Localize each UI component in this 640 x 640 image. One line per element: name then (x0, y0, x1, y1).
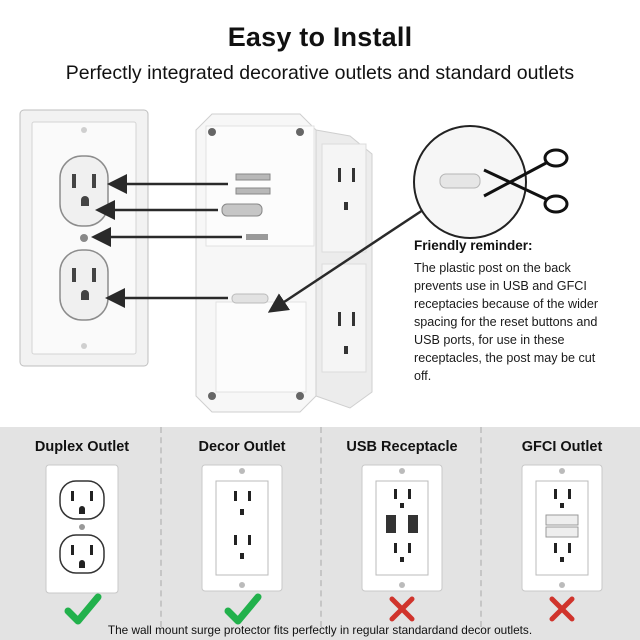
duplex-outlet-plate (45, 464, 119, 625)
panel-divider (320, 427, 322, 627)
surge-protector (195, 113, 373, 413)
gfci-outlet-plate (521, 464, 603, 622)
panel-duplex-outlet: Duplex Outlet (4, 427, 160, 627)
check-icon (224, 593, 262, 625)
decor-outlet-plate (201, 464, 283, 625)
panel-label: Duplex Outlet (34, 439, 130, 455)
panel-gfci-outlet: GFCI Outlet (484, 427, 640, 627)
panel-decor-outlet: Decor Outlet (164, 427, 320, 627)
reminder-body: The plastic post on the back prevents us… (414, 261, 599, 383)
install-arrows (91, 174, 427, 313)
panel-label: Decor Outlet (198, 439, 286, 455)
reminder-title: Friendly reminder: (414, 238, 533, 253)
compatibility-section: Duplex Outlet Decor Outlet USB Rece (0, 427, 640, 640)
panel-label: USB Receptacle (346, 439, 458, 455)
cross-icon (549, 596, 575, 622)
cross-icon (389, 596, 415, 622)
panel-usb-receptacle: USB Receptacle (324, 427, 480, 627)
installation-illustration (19, 109, 569, 413)
usb-receptacle-plate (361, 464, 443, 622)
footnote: The wall mount surge protector fits perf… (107, 623, 533, 637)
page-title: Easy to Install (227, 22, 413, 52)
check-icon (64, 593, 102, 625)
panel-divider (160, 427, 162, 627)
scissors-icon (483, 148, 569, 214)
panel-label: GFCI Outlet (521, 439, 603, 455)
panel-divider (480, 427, 482, 627)
post-zoom-detail (413, 125, 527, 239)
page-subtitle: Perfectly integrated decorative outlets … (65, 62, 575, 84)
